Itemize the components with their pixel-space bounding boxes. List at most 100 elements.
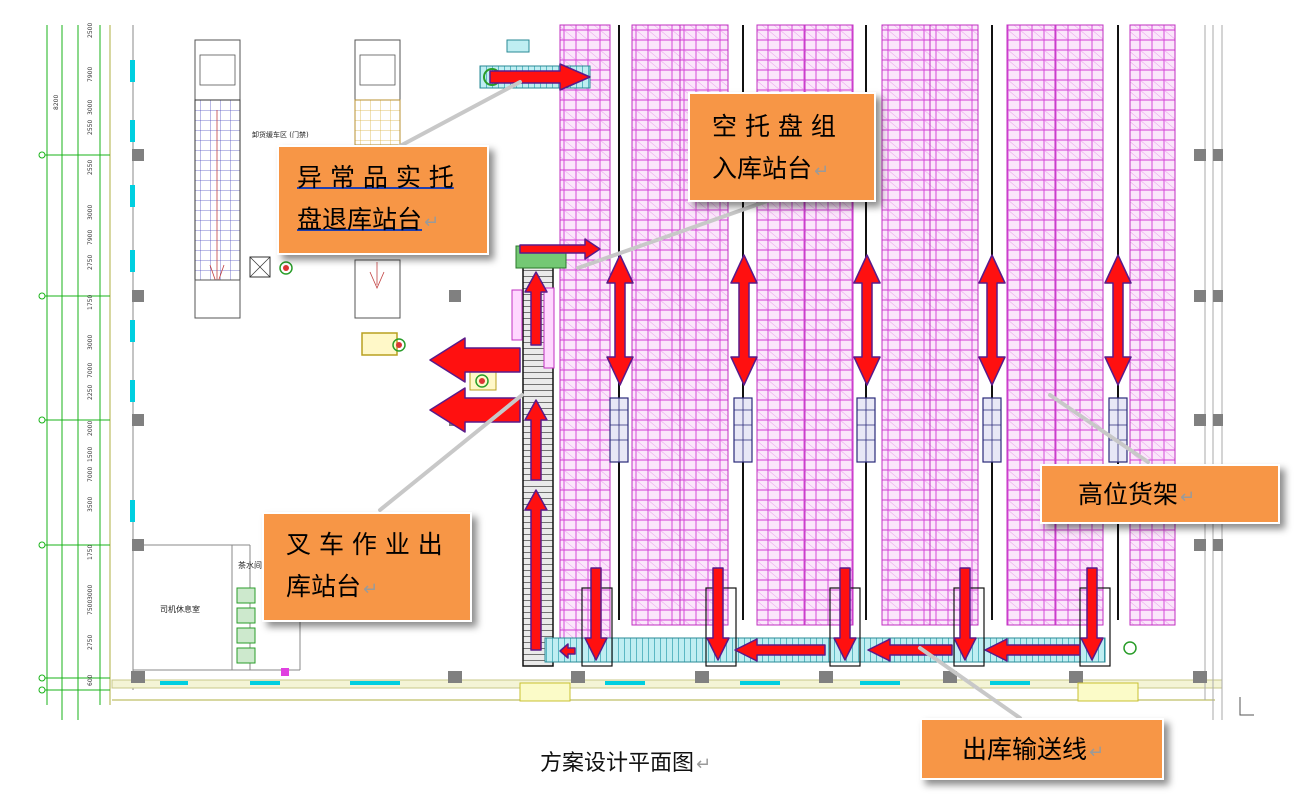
dimension-label: 7500 [87,600,94,615]
dimension-label: 600 [87,674,94,686]
figure-caption: 方案设计平面图↵ [540,745,711,777]
door-marker [281,668,289,676]
column [1069,671,1083,683]
restroom-fixtures [236,587,256,664]
rack-row [1006,24,1056,626]
forklift-icon-3 [469,371,497,391]
rack-row [631,24,681,626]
column [1213,290,1223,302]
column [943,671,957,683]
rack-row [881,24,931,626]
stacker-crane [856,397,876,463]
dimension-label: 2500 [87,23,94,38]
dimension-label: 1500 [87,447,94,462]
stacker-cranes [609,397,1128,463]
callout-high-rack-wrap: 高位货架↵ [1078,474,1242,519]
down-arrow [1080,567,1104,661]
down-arrow [953,567,977,661]
callout-empty-pallet-line1: 空 托 盘 组 [712,112,836,141]
truck-left [194,39,241,319]
windows [130,60,1030,685]
stacker-crane [733,397,753,463]
dimension-label: 3500 [87,497,94,512]
dimension-label: 7900 [87,230,94,245]
stacker-crane [982,397,1002,463]
driver-room-label: 司机休息室 [160,604,200,614]
column [131,671,145,683]
return-mark: ↵ [1180,487,1196,508]
callout-forklift-line2: 库站台 [286,572,362,601]
rack-row [929,24,979,626]
left-arrow [867,638,953,662]
left-arrow [734,638,826,662]
dimension-label: 2750 [87,255,94,270]
callout-empty-pallet-line2: 入库站台 [712,154,813,183]
callout-exception-return-station: 异 常 品 实 托 盘退库站台↵ [277,145,489,255]
up-arrow [524,399,548,481]
left-arrow [984,638,1081,662]
return-mark: ↵ [814,161,830,182]
column [1194,290,1206,302]
callout-high-rack-label: 高位货架 [1078,480,1179,509]
dimension-label: 2550 [87,120,94,135]
return-mark: ↵ [363,579,379,600]
column [1213,149,1223,161]
column [448,671,462,683]
column [1193,671,1207,683]
dimension-labels: 2500 7900 3000 2550 2550 3000 7900 2750 1750 3000… [53,23,94,686]
dimension-label: 3000 [87,100,94,115]
column [695,671,709,683]
callout-high-rack: 高位货架↵ [1040,464,1280,524]
dimension-lines [38,25,134,720]
leader-lines [378,80,1150,720]
down-arrow [584,567,608,661]
callout-outbound-wrap: 出库输送线↵ [962,729,1122,774]
building-walls [111,25,1223,720]
right-arrow-exception [489,63,591,91]
callout-forklift-line2-wrap: 库站台↵ [286,566,448,611]
column [1194,149,1206,161]
up-arrow [524,271,548,346]
callout-forklift-line1: 叉 车 作 业 出 [286,530,443,559]
left-arrow-forklift-1 [429,337,521,383]
dimension-label: 3000 [87,335,94,350]
small-left-arrow [559,643,576,659]
double-arrow-aisle [1104,254,1132,386]
callout-empty-pallet-station: 空 托 盘 组 入库站台↵ [688,92,876,202]
dimension-label-outer: 8200 [53,95,60,110]
column [1213,539,1223,551]
forklift-icon-2 [361,332,406,356]
down-arrow [833,567,857,661]
column [132,539,144,551]
double-arrow-aisle [853,254,881,386]
caption-text: 方案设计平面图 [540,751,695,776]
dimension-label: 7000 [87,363,94,378]
column [1194,414,1206,426]
dimension-label: 1750 [87,545,94,560]
callout-outbound-conveyor: 出库输送线↵ [920,718,1164,780]
stacker-crane [609,397,629,463]
dimension-label: 2000 [87,421,94,436]
rack-row [1129,24,1176,626]
dimension-label: 7000 [87,467,94,482]
column [449,290,461,302]
dimension-label: 1750 [87,295,94,310]
right-arrow-empty-pallet [519,238,601,260]
dimension-label: 2550 [87,160,94,175]
return-mark: ↵ [696,754,712,775]
truck-right [354,39,401,319]
rack-row [559,24,611,646]
column [132,290,144,302]
up-arrow [524,489,548,651]
dimension-label: 7900 [87,67,94,82]
dimension-label: 3000 [87,585,94,600]
column [819,671,833,683]
corner-mark [1239,697,1254,716]
callout-exception-line2-wrap: 盘退库站台↵ [297,199,469,244]
dock-doors [519,682,1139,702]
column [571,671,585,683]
callout-outbound-label: 出库输送线 [962,735,1088,764]
double-arrow-aisle [730,254,758,386]
callout-exception-line2: 盘退库站台 [297,205,423,234]
dimension-label: 3000 [87,205,94,220]
